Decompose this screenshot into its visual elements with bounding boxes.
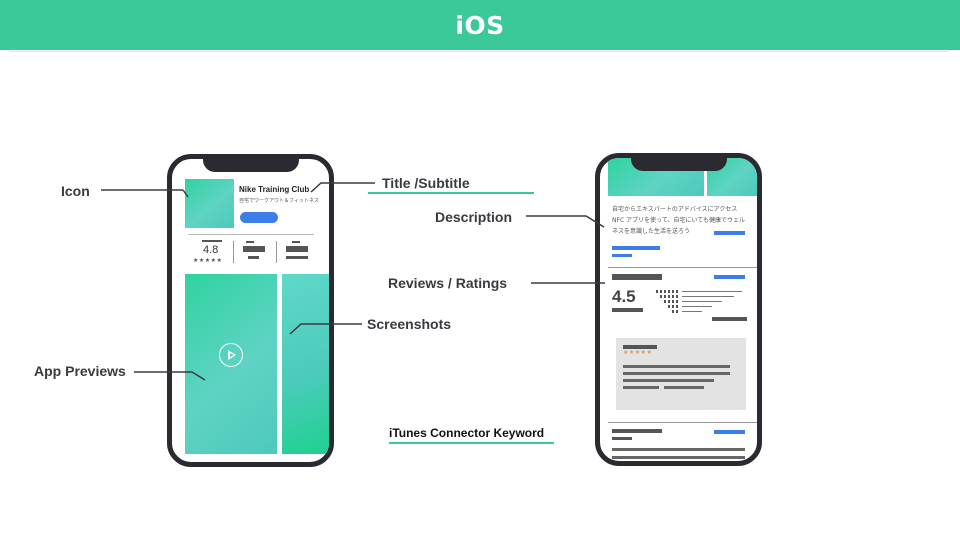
label-icon: Icon <box>61 183 90 199</box>
label-screenshots: Screenshots <box>367 316 452 332</box>
review-line-3 <box>623 379 714 382</box>
description-line-2: NFC アプリを使って、自宅にいても健康でウェル <box>612 217 745 224</box>
whats-new-line-2 <box>612 456 745 459</box>
header-title: iOS <box>455 10 505 40</box>
section-divider-2 <box>608 422 757 423</box>
rating-label-bar <box>202 240 222 242</box>
rating-value: 4.8 <box>203 244 219 256</box>
app-name: Nike Training Club <box>239 185 310 194</box>
ratings-heading-bar <box>612 274 662 280</box>
ratings-count-bar <box>712 317 747 321</box>
app-icon <box>185 179 234 228</box>
left-phone: Nike Training Club 自宅でワークアウト＆フィットネス 4.8 … <box>167 154 334 467</box>
screenshots-connector <box>289 323 362 335</box>
out-of-bar <box>612 308 643 312</box>
review-line-1 <box>623 365 730 368</box>
more-link[interactable] <box>714 231 745 235</box>
age-label-bar <box>246 241 254 243</box>
review-line-2 <box>623 372 730 375</box>
description-line-3: ネスを意識した生活を送ろう <box>612 228 691 235</box>
description-connector <box>526 215 605 228</box>
rating-col-divider-1 <box>233 241 234 263</box>
icon-connector-tip <box>182 189 189 198</box>
app-subtitle: 自宅でワークアウト＆フィットネス <box>239 198 319 204</box>
developer-link-bar[interactable] <box>612 246 660 250</box>
review-line-5 <box>664 386 704 389</box>
label-reviews-ratings: Reviews / Ratings <box>388 275 508 291</box>
header-divider <box>10 51 948 52</box>
app-previews-connector <box>134 371 206 381</box>
phone-notch <box>630 158 727 171</box>
rating-stars: ★★★★★ <box>193 257 223 264</box>
review-title-bar <box>623 345 657 349</box>
rank-value-bar <box>286 246 308 252</box>
review-stars: ★★★★★ <box>623 349 653 356</box>
whats-new-heading-bar <box>612 429 662 433</box>
label-description: Description <box>435 209 513 225</box>
review-card[interactable]: ★★★★★ <box>616 338 746 410</box>
right-phone: 自宅からエキスパートのアドバイスにアクセス NFC アプリを使って、自宅にいても… <box>595 153 762 466</box>
app-preview-video[interactable] <box>185 274 277 454</box>
version-bar <box>612 437 632 440</box>
rank-label-bar <box>292 241 300 243</box>
age-sub-bar <box>248 256 259 259</box>
overall-rating: 4.5 <box>612 287 636 306</box>
header-bar: iOS <box>0 0 960 50</box>
rating-col-divider-2 <box>276 241 277 263</box>
get-button[interactable] <box>240 212 278 223</box>
see-all-link[interactable] <box>714 275 745 279</box>
developer-sub-bar[interactable] <box>612 254 632 257</box>
age-value-bar <box>243 246 265 252</box>
rank-sub-bar <box>286 256 308 259</box>
screenshot-thumbnail[interactable] <box>282 274 329 454</box>
whats-new-line-1 <box>612 448 745 451</box>
label-app-previews: App Previews <box>34 363 126 379</box>
description-line-1: 自宅からエキスパートのアドバイスにアクセス <box>612 206 738 213</box>
section-divider-1 <box>608 267 757 268</box>
version-history-link[interactable] <box>714 430 745 434</box>
label-keyword: iTunes Connector Keyword <box>389 426 545 440</box>
rating-divider <box>188 234 314 235</box>
play-icon[interactable] <box>219 343 243 367</box>
label-title-subtitle: Title /Subtitle <box>382 175 470 191</box>
phone-notch <box>202 159 299 172</box>
review-line-4 <box>623 386 659 389</box>
title-connector <box>310 182 375 193</box>
